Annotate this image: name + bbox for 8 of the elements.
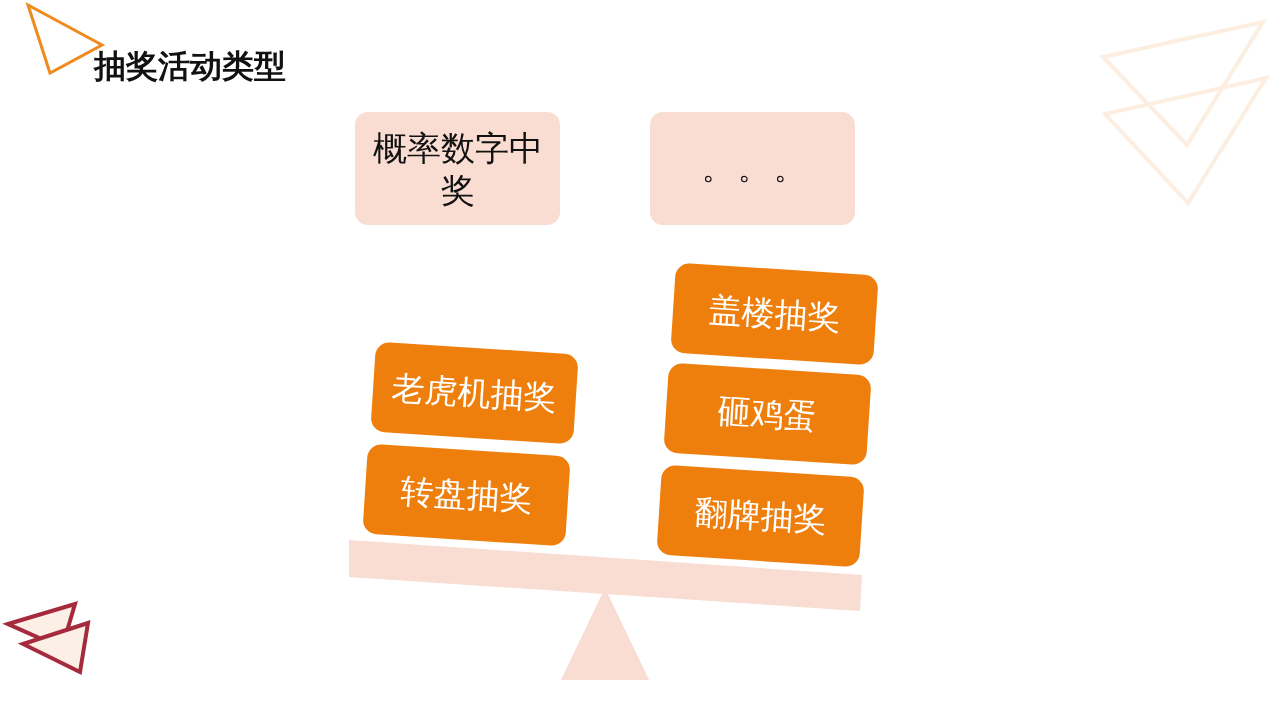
stacked-block: 翻牌抽奖	[655, 464, 865, 568]
stacked-block: 盖楼抽奖	[669, 262, 879, 366]
stacked-block: 转盘抽奖	[361, 443, 571, 547]
category-box: 概率数字中奖	[355, 112, 560, 225]
title: 抽奖活动类型	[94, 46, 286, 86]
category-box: 。。。	[650, 112, 855, 225]
stacked-block: 老虎机抽奖	[369, 341, 579, 445]
stacked-block: 砸鸡蛋	[662, 362, 872, 466]
